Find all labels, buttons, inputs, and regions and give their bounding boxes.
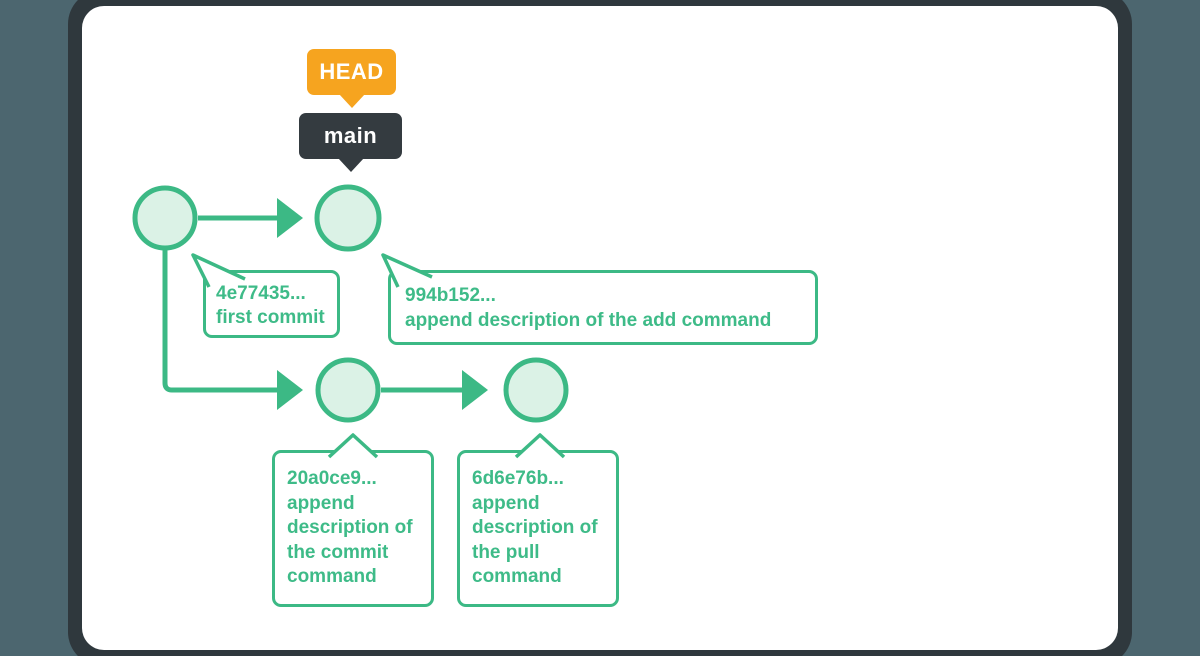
edge-c1-c3-branch [162, 247, 303, 410]
commit-hash: 20a0ce9... [287, 468, 377, 489]
commit-hash: 4e77435... [216, 283, 306, 304]
branch-badge-main: main [299, 113, 402, 159]
tooltip-tail-icon [327, 433, 379, 459]
commit-node-3 [315, 357, 381, 423]
commit-hash: 6d6e76b... [472, 468, 564, 489]
commit-node-2 [314, 184, 382, 252]
head-badge-label: HEAD [319, 59, 384, 84]
edge-c1-c2 [198, 198, 303, 238]
commit-node-1 [132, 185, 198, 251]
commit-message: append description of the commit command [287, 492, 413, 588]
commit-message: first commit [216, 307, 325, 328]
tooltip-tail-icon [191, 253, 246, 288]
tooltip-tail-icon [381, 253, 433, 288]
commit-node-4 [503, 357, 569, 423]
commit-message: append description of the pull command [472, 492, 598, 588]
commit-message: append description of the add command [405, 310, 772, 331]
commit-hash: 994b152... [405, 285, 496, 306]
branch-badge-label: main [323, 123, 378, 148]
commit-tooltip-2: 994b152... append description of the add… [381, 253, 818, 345]
head-badge: HEAD [307, 49, 396, 95]
edge-c3-c4 [381, 370, 488, 410]
commit-tooltip-1: 4e77435... first commit [191, 253, 340, 338]
tooltip-tail-icon [514, 433, 566, 459]
commit-tooltip-4: 6d6e76b... append description of the pul… [457, 433, 619, 607]
commit-tooltip-3: 20a0ce9... append description of the com… [272, 433, 434, 607]
